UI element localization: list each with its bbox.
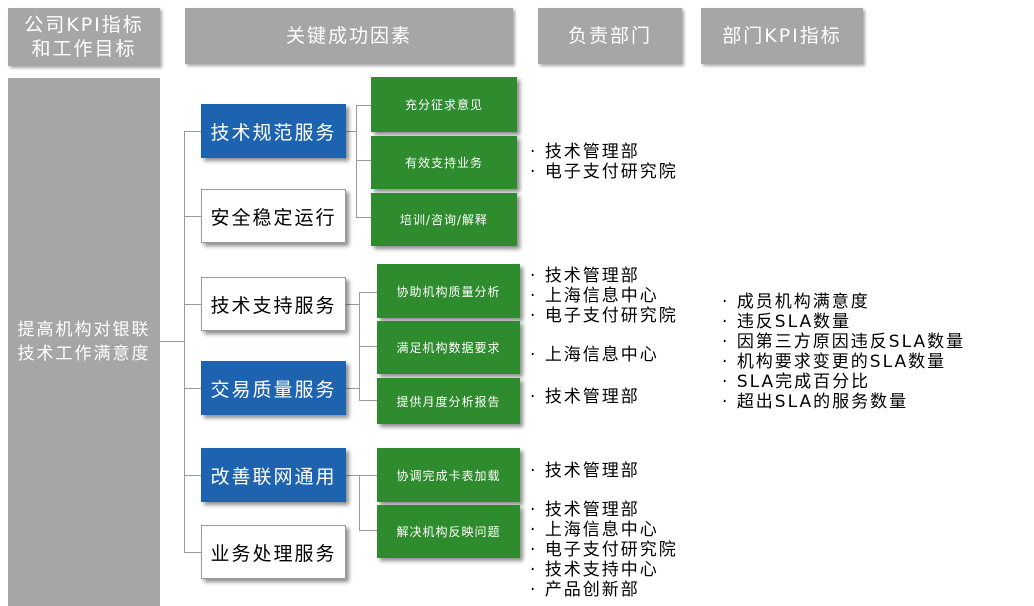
connector-factors-vertical bbox=[184, 131, 185, 552]
department-item: 电子支付研究院 bbox=[530, 306, 678, 326]
connector-factor-3 bbox=[184, 304, 201, 305]
departments-group-4: 技术管理部 bbox=[530, 387, 640, 407]
connector-group2-b bbox=[346, 388, 359, 389]
activity-monthly-analysis-report: 提供月度分析报告 bbox=[377, 378, 520, 424]
dept-kpi-item: SLA完成百分比 bbox=[722, 372, 965, 392]
activity-resolve-reported-issues: 解决机构反映问题 bbox=[377, 505, 520, 558]
connector-group2-d bbox=[359, 400, 377, 401]
department-item: 电子支付研究院 bbox=[530, 540, 678, 560]
connector-group3-b bbox=[359, 530, 377, 531]
department-item: 上海信息中心 bbox=[530, 520, 678, 540]
dept-kpi-item: 因第三方原因违反SLA数量 bbox=[722, 332, 965, 352]
dept-kpi-list: 成员机构满意度 违反SLA数量 因第三方原因违反SLA数量 机构要求变更的SLA… bbox=[722, 292, 965, 412]
department-item: 产品创新部 bbox=[530, 580, 678, 600]
department-item: 技术管理部 bbox=[530, 461, 640, 481]
dept-kpi-item: 超出SLA的服务数量 bbox=[722, 392, 965, 412]
department-item: 技术管理部 bbox=[530, 266, 678, 286]
connector-goal-trunk bbox=[160, 341, 184, 342]
connector-factor-4 bbox=[184, 388, 201, 389]
header-key-factors: 关键成功因素 bbox=[185, 8, 513, 64]
connector-group2-a bbox=[359, 292, 377, 293]
header-company-kpi-line2: 和工作目标 bbox=[31, 38, 137, 60]
connector-group1-b bbox=[356, 160, 371, 161]
dept-kpi-item: 成员机构满意度 bbox=[722, 292, 965, 312]
connector-factor-2 bbox=[184, 216, 201, 217]
connector-group1-stub bbox=[346, 131, 356, 132]
activity-meet-data-requirements: 满足机构数据要求 bbox=[377, 321, 520, 374]
connector-group2-stub bbox=[346, 304, 359, 305]
factor-technical-standard-service: 技术规范服务 bbox=[201, 104, 346, 158]
goal-line1: 提高机构对银联 bbox=[17, 320, 151, 340]
department-item: 上海信息中心 bbox=[530, 286, 678, 306]
header-department: 负责部门 bbox=[538, 8, 682, 64]
activity-assist-quality-analysis: 协助机构质量分析 bbox=[377, 264, 520, 318]
activity-solicit-opinions: 充分征求意见 bbox=[371, 77, 517, 132]
dept-kpi-item: 违反SLA数量 bbox=[722, 312, 965, 332]
connector-group1-vertical bbox=[356, 105, 357, 217]
activity-coordinate-card-table: 协调完成卡表加载 bbox=[377, 448, 520, 502]
connector-group1-c bbox=[356, 217, 371, 218]
activity-training-consulting: 培训/咨询/解释 bbox=[371, 193, 517, 246]
activity-support-business: 有效支持业务 bbox=[371, 136, 517, 189]
connector-group3-stub bbox=[346, 475, 359, 476]
company-goal-box: 提高机构对银联 技术工作满意度 bbox=[8, 78, 160, 606]
connector-group2-c bbox=[359, 346, 377, 347]
departments-group-6: 技术管理部 上海信息中心 电子支付研究院 技术支持中心 产品创新部 bbox=[530, 500, 678, 600]
dept-kpi-item: 机构要求变更的SLA数量 bbox=[722, 352, 965, 372]
connector-factor-6 bbox=[184, 552, 201, 553]
goal-line2: 技术工作满意度 bbox=[17, 344, 151, 364]
factor-technical-support-service: 技术支持服务 bbox=[201, 277, 346, 331]
factor-safe-stable-operation: 安全稳定运行 bbox=[201, 189, 346, 243]
connector-group1-a bbox=[356, 105, 371, 106]
department-item: 技术管理部 bbox=[530, 387, 640, 407]
department-item: 技术管理部 bbox=[530, 142, 678, 162]
header-company-kpi-line1: 公司KPI指标 bbox=[24, 14, 144, 36]
connector-group3-a bbox=[359, 475, 377, 476]
department-item: 技术支持中心 bbox=[530, 560, 678, 580]
connector-group3-vertical bbox=[359, 475, 360, 530]
connector-factor-5 bbox=[184, 475, 201, 476]
factor-improve-network-interop: 改善联网通用 bbox=[201, 448, 346, 502]
header-company-kpi: 公司KPI指标 和工作目标 bbox=[8, 8, 160, 66]
department-item: 电子支付研究院 bbox=[530, 162, 678, 182]
departments-group-3: 上海信息中心 bbox=[530, 345, 659, 365]
header-dept-kpi: 部门KPI指标 bbox=[701, 8, 863, 64]
connector-factor-1 bbox=[184, 131, 201, 132]
factor-business-processing-service: 业务处理服务 bbox=[201, 525, 346, 579]
departments-group-5: 技术管理部 bbox=[530, 461, 640, 481]
department-item: 技术管理部 bbox=[530, 500, 678, 520]
departments-group-2: 技术管理部 上海信息中心 电子支付研究院 bbox=[530, 266, 678, 326]
department-item: 上海信息中心 bbox=[530, 345, 659, 365]
departments-group-1: 技术管理部 电子支付研究院 bbox=[530, 142, 678, 182]
factor-transaction-quality-service: 交易质量服务 bbox=[201, 361, 346, 415]
